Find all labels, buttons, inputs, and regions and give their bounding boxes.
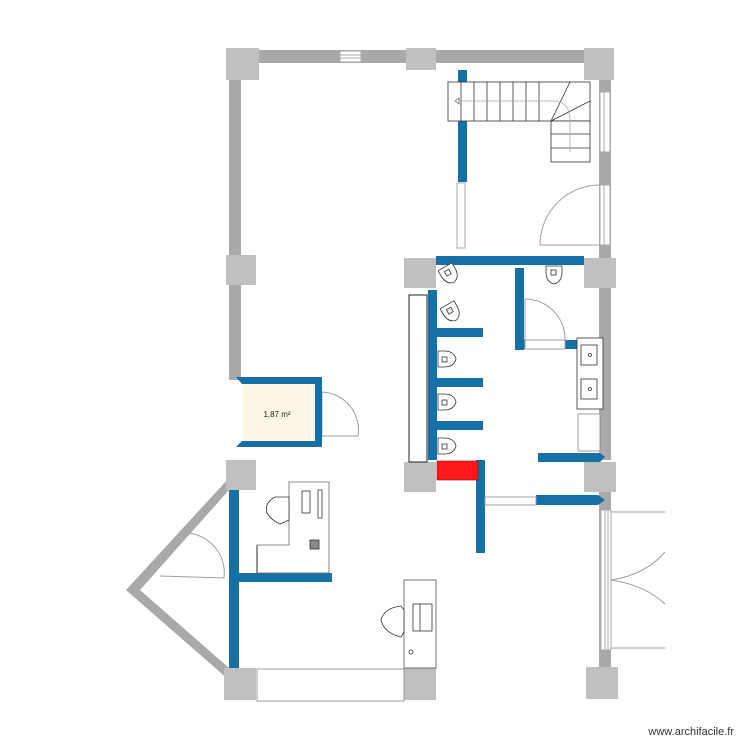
sinks[interactable] [576, 337, 604, 452]
toilets[interactable] [437, 262, 563, 455]
watermark: www.archifacile.fr [648, 726, 734, 738]
room-area-label: 1,87 m² [263, 410, 291, 419]
office-furniture[interactable] [256, 481, 437, 702]
pillars [224, 48, 618, 700]
stairs[interactable] [447, 81, 591, 163]
exterior-walls [126, 50, 611, 680]
counter-bench[interactable] [408, 294, 428, 463]
interior-walls [229, 70, 605, 668]
small-room-floor[interactable] [242, 384, 315, 441]
doors[interactable] [159, 184, 666, 649]
red-block[interactable] [436, 460, 479, 481]
